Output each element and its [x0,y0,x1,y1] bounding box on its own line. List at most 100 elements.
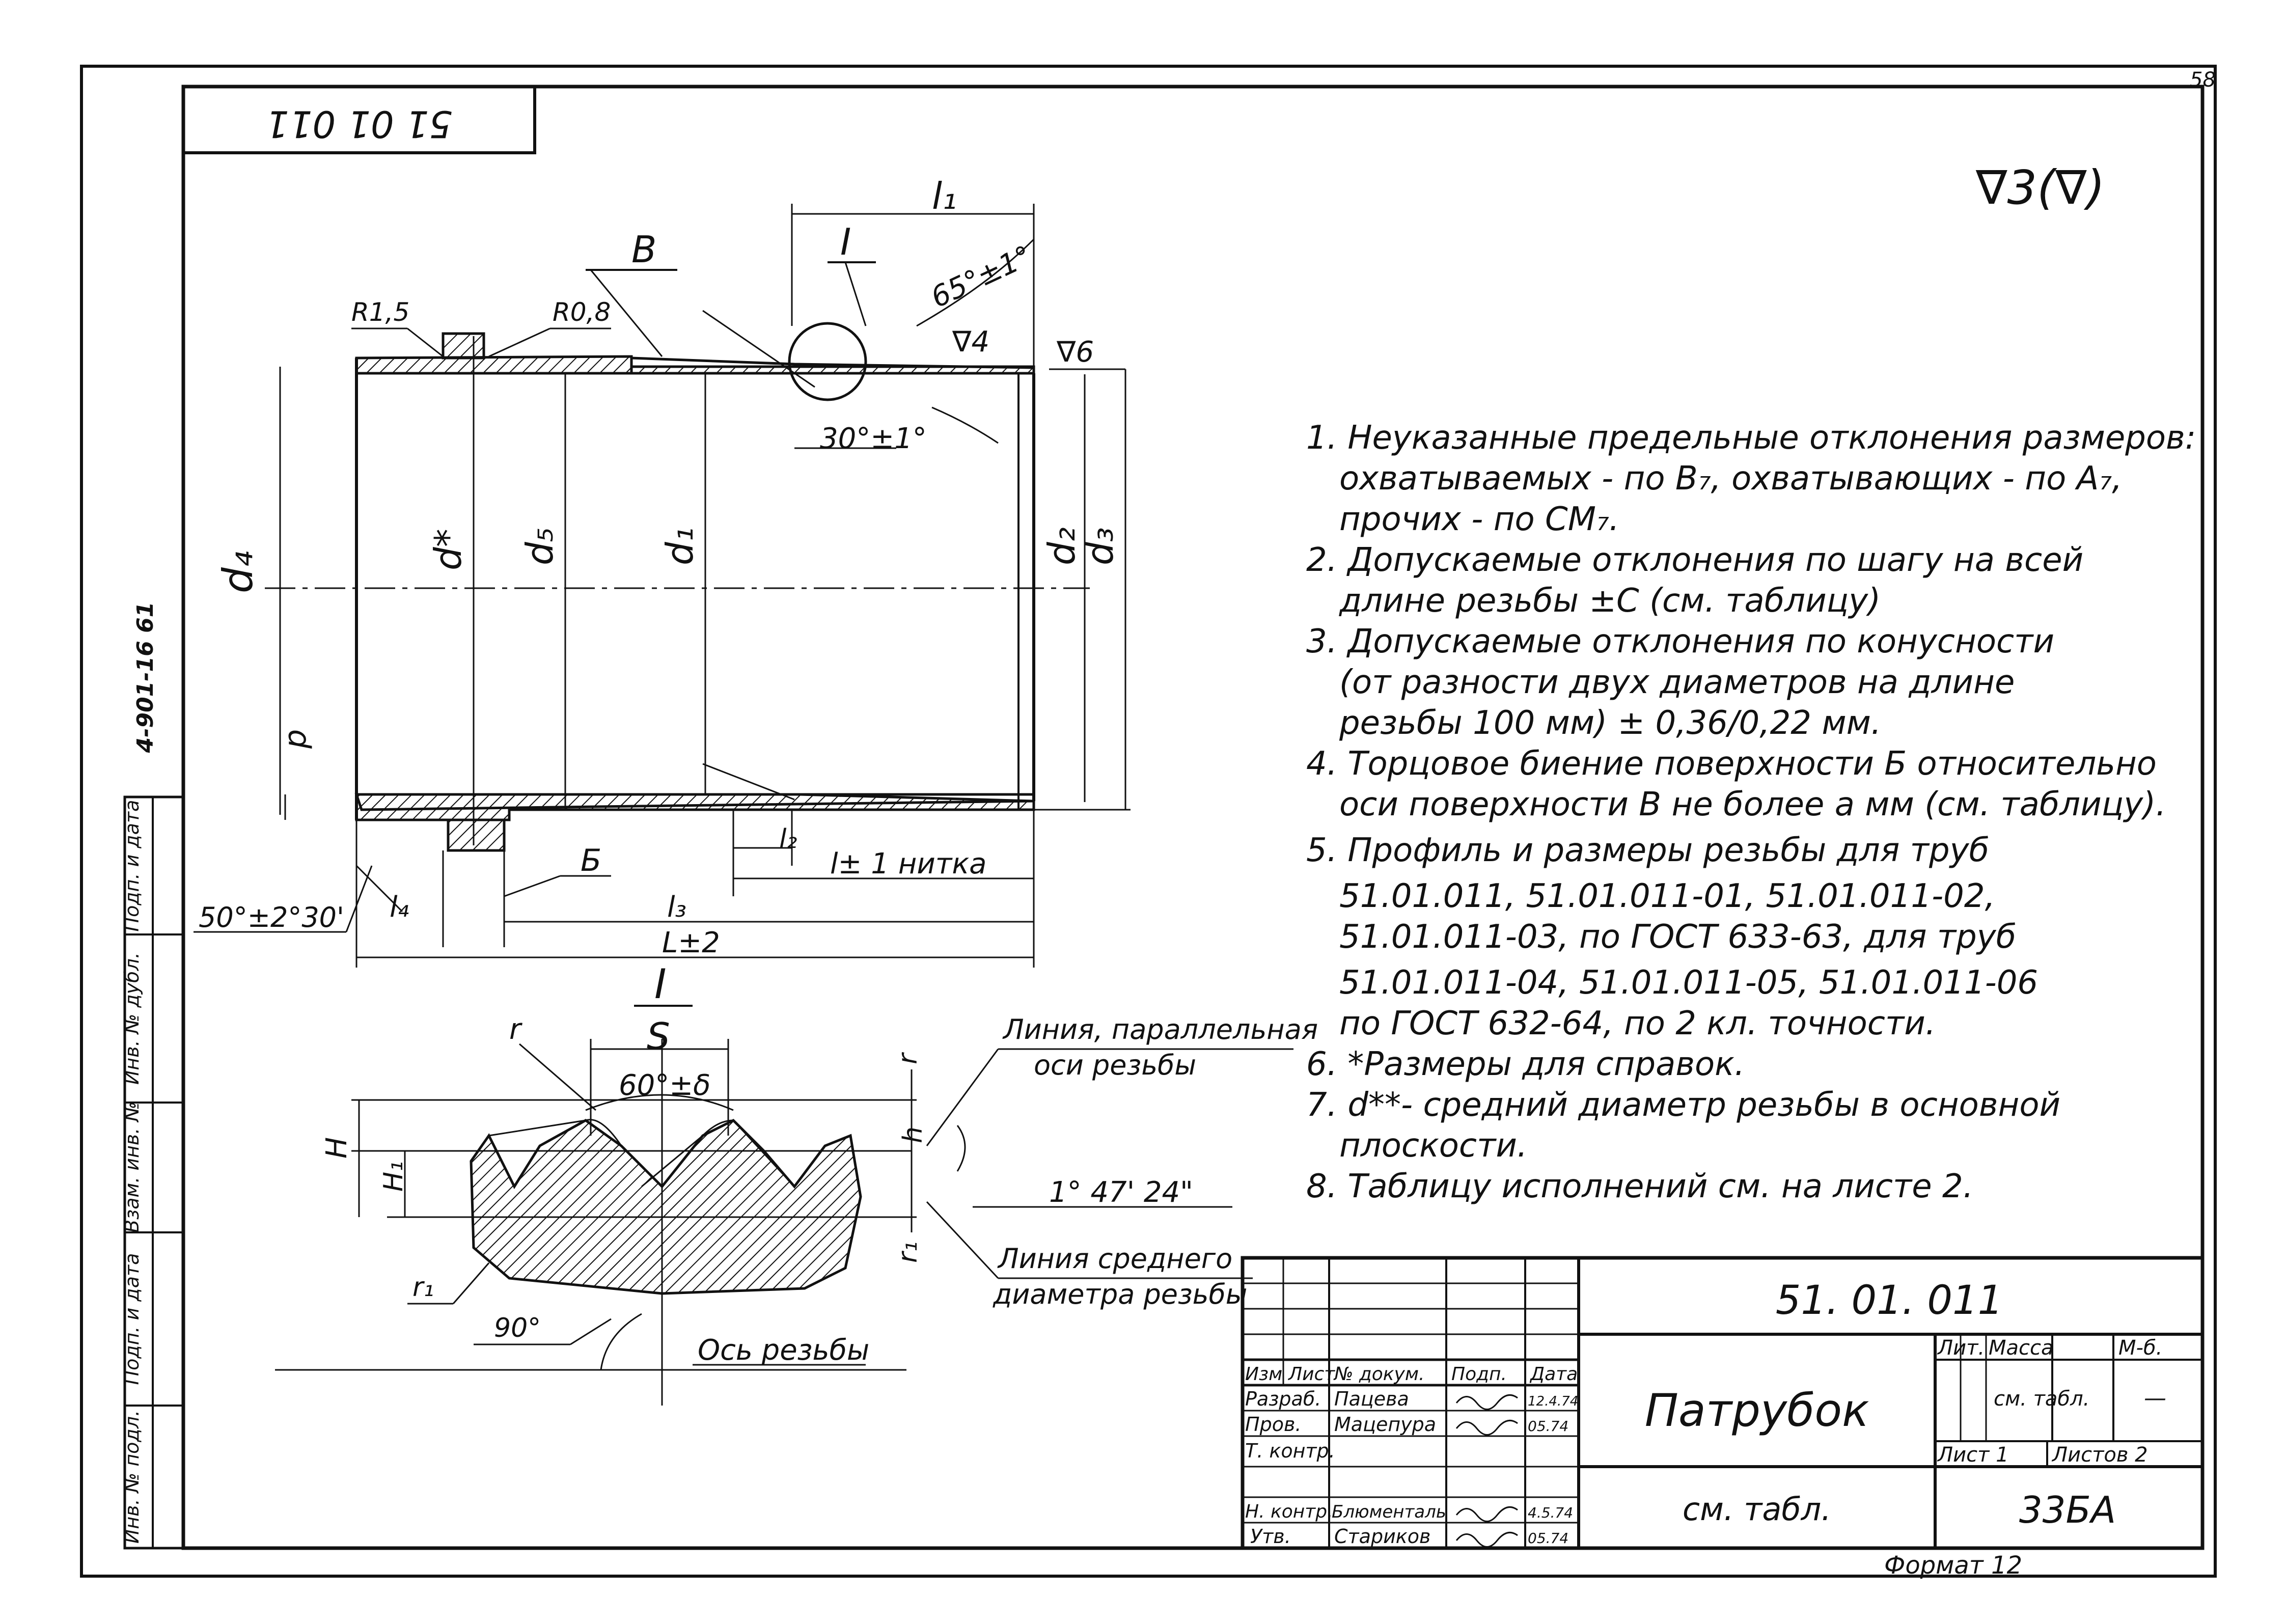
note-line: 2. Допускаемые отклонения по шагу на все… [1306,541,2084,579]
tb-mass-label: Масса [1989,1336,2054,1360]
thread-detail: I S r 60°±δ H H₁ r h r₁ Линия, параллель… [275,960,1318,1406]
dim-l1: l₁ [932,175,957,217]
strip-podp-data-1: Подп. и дата [121,1253,143,1385]
tb-date-4: 05.74 [1528,1530,1568,1547]
pipe-section: l₁ I 65°±1° ∇4 ∇6 30°±1° B R1,5 R0,8 d₄ … [194,175,1131,968]
detail-angle90: 90° [494,1313,541,1343]
note-line: 51.01.011, 51.01.011-01, 51.01.011-02, [1339,877,1995,915]
tb-code: 33БА [2019,1489,2116,1531]
strip-inv-podl: Инв. № подл. [121,1410,143,1544]
detail-r1-left: r₁ [412,1272,434,1303]
angle-30: 30°±1° [820,422,927,455]
note-line: 6. *Размеры для справок. [1306,1045,1745,1083]
detail-angle60: 60°±δ [619,1069,710,1102]
roughness-6: ∇6 [1056,336,1094,369]
label-B: B [631,228,656,271]
side-code: 4-901-16 61 [132,602,158,754]
dim-d5: d₅ [518,527,561,565]
roughness-4: ∇4 [952,325,989,359]
dim-chamfer-angle: 50°±2°30' [199,901,344,933]
note-line: резьбы 100 мм) ± 0,36/0,22 мм. [1339,704,1882,742]
signature-nkontr [1455,1506,1518,1522]
tb-format: Формат 12 [1884,1551,2022,1580]
dim-L: L±2 [662,926,720,959]
note-mean-1: Линия среднего [997,1243,1232,1275]
roughness-mark: ∇3(∇) [1975,160,2105,215]
detail-H: H [320,1137,353,1159]
note-line: 5. Профиль и размеры резьбы для труб [1306,832,1989,869]
note-line: длине резьбы ±C (см. таблицу) [1339,582,1881,620]
note-line: 4. Торцовое биение поверхности Б относит… [1306,745,2157,783]
detail-taper-angle: 1° 47' 24" [1049,1176,1193,1209]
header-code-box [182,85,536,154]
dim-d4: d₄ [214,551,262,593]
note-line: (от разности двух диаметров на длине [1339,664,2015,701]
note-line: плоскости. [1339,1127,1528,1165]
dim-d1: d₁ [658,527,701,565]
note-line: 7. d**- средний диаметр резьбы в основно… [1306,1086,2061,1124]
detail-r1-right: r₁ [893,1242,923,1263]
tb-date-0: 12.4.74 [1528,1394,1578,1409]
note-line: охватываемых - по B₇, охватывающих - по … [1339,460,2123,498]
tb-role-0: Разраб. [1245,1388,1321,1410]
tb-date-1: 05.74 [1528,1418,1568,1435]
tb-name: Патрубок [1645,1384,1869,1437]
tb-sheets: Листов 2 [2051,1443,2148,1467]
outer-border [80,65,2217,1578]
note-line: по ГОСТ 632-64, по 2 кл. точности. [1339,1005,1936,1042]
tb-hdr-sign: Подп. [1451,1364,1507,1385]
note-line: оси поверхности B не более a мм (см. таб… [1339,786,2166,823]
note-parallel-1: Линия, параллельная [1002,1013,1318,1045]
dim-l2: l₂ [779,824,797,855]
dim-d3: d₃ [1079,527,1121,565]
tb-designation: 51. 01. 011 [1776,1278,2003,1324]
tb-sheet: Лист 1 [1937,1443,2009,1467]
angle-65: 65°±1° [926,239,1037,315]
dim-l3: l₃ [667,891,686,924]
label-R08: R0,8 [553,297,611,327]
note-line: 51.01.011-03, по ГОСТ 633-63, для труб [1339,918,2017,956]
tb-hdr-doc: № докум. [1333,1364,1424,1385]
note-line: 8. Таблицу исполнений см. на листе 2. [1306,1168,1974,1205]
detail-r-right: r [893,1052,923,1064]
tb-name-0: Пацева [1334,1388,1409,1410]
signature-prov [1455,1419,1518,1436]
left-strip: Инв. № подл. Подп. и дата Взам. инв. № И… [121,795,185,1550]
note-line: 3. Допускаемые отклонения по конусности [1306,623,2055,660]
note-line: прочих - по CM₇. [1339,501,1619,538]
note-line: 51.01.011-04, 51.01.011-05, 51.01.011-06 [1339,964,2039,1002]
note-line: 1. Неуказанные предельные отклонения раз… [1306,419,2196,457]
tb-name-1: Мацепура [1334,1413,1436,1436]
strip-vzam-inv: Взам. инв. № [121,1102,143,1233]
tb-material: см. табл. [1683,1491,1831,1528]
strip-inv-dubl: Инв. № дубл. [121,952,143,1085]
signature-razrab [1455,1394,1518,1410]
detail-r-top: r [509,1013,522,1046]
tb-hdr-list: Лист [1287,1364,1335,1385]
detail-h: h [898,1126,928,1143]
detail-H1: H₁ [378,1161,409,1192]
tb-scale-label: М-б. [2118,1336,2162,1360]
detail-ref-I: I [840,221,851,263]
dim-p: p [278,729,313,749]
dim-d2: d₂ [1040,527,1083,565]
tb-hdr-date: Дата [1529,1364,1578,1385]
label-B-lower: Б [581,843,601,878]
note-parallel-2: оси резьбы [1034,1049,1196,1081]
detail-title: I [654,960,667,1008]
dim-l-thread: l± 1 нитка [830,847,986,880]
signature-utv [1455,1531,1518,1548]
tb-role-1: Пров. [1245,1413,1301,1436]
tb-date-3: 4.5.74 [1528,1504,1573,1521]
header-code: 51 01 011 [266,102,452,145]
note-mean-2: диаметра резьбы [993,1278,1247,1310]
label-R15: R1,5 [351,297,409,327]
tb-scale-value: — [2144,1385,2166,1411]
detail-S: S [647,1015,670,1058]
dim-dstar: d* [427,529,470,570]
tb-role-2: Т. контр. [1245,1440,1335,1462]
tb-lit-label: Лит. [1937,1336,1985,1360]
strip-podp-data-2: Подп. и дата [121,800,143,932]
tb-role-4: Утв. [1250,1525,1291,1548]
detail-axis-label: Ось резьбы [698,1334,869,1367]
